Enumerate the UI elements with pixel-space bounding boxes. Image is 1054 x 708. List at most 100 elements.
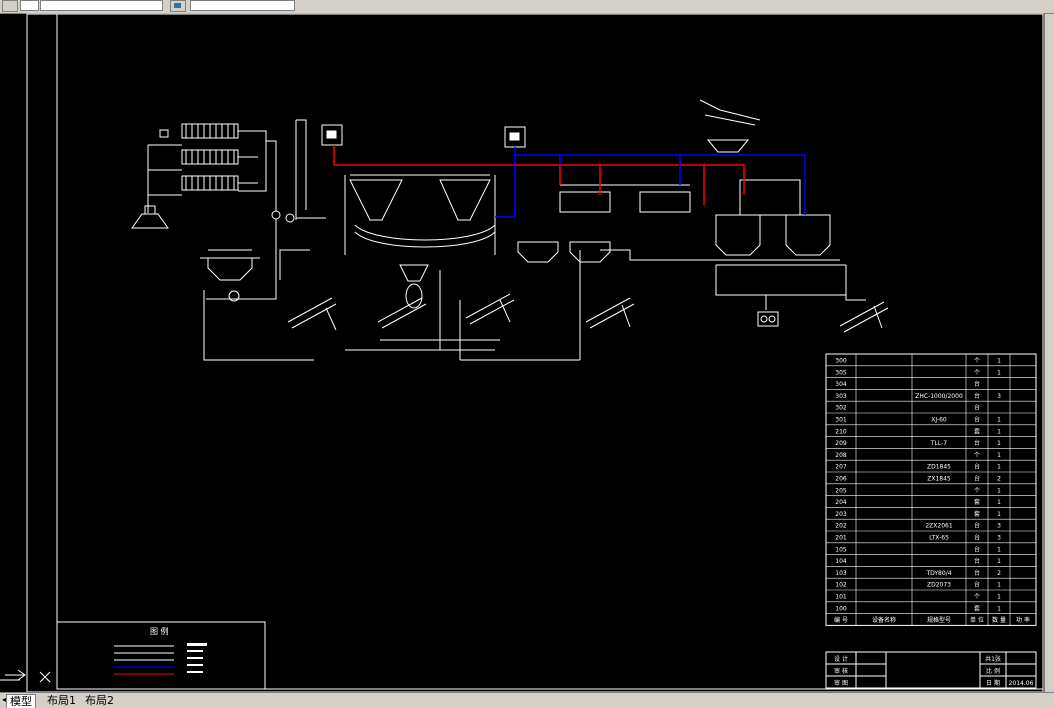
table-cell: 台: [974, 522, 980, 530]
jigs: [354, 224, 496, 248]
table-cell: 304: [835, 381, 847, 388]
table-cell: 206: [835, 475, 847, 482]
toolbar-button[interactable]: [2, 0, 18, 12]
conveyor-4: [585, 297, 635, 329]
table-cell: 个: [974, 357, 980, 364]
mill: [405, 283, 423, 309]
table-cell: 100: [835, 605, 847, 612]
table-cell: 104: [835, 558, 847, 565]
table-cell: 102: [835, 582, 847, 589]
legend-title: 图 例: [150, 626, 169, 636]
table-cell: 1: [997, 593, 1001, 600]
table-cell: 台: [974, 581, 980, 589]
table-cell: 1: [997, 499, 1001, 506]
table-cell: ZD1845: [927, 464, 951, 471]
title-block-label: 设 计: [834, 655, 848, 663]
filter-press-2: [181, 149, 239, 165]
process-flow-diagram: [131, 99, 889, 361]
table-cell: 个: [974, 487, 980, 494]
cake-pile: [131, 205, 169, 229]
table-cell: 2ZX2061: [925, 523, 952, 530]
table-cell: 300: [835, 357, 847, 364]
tab-layout2[interactable]: 布局2: [82, 694, 117, 707]
title-block-label: 比 例: [986, 667, 1000, 675]
tab-layout1[interactable]: 布局1: [44, 694, 79, 707]
table-cell: 3: [997, 393, 1001, 400]
table-cell: 1: [997, 464, 1001, 471]
color-swatch[interactable]: [20, 0, 39, 11]
filter-press-1: [181, 123, 239, 139]
table-cell: 1: [997, 582, 1001, 589]
table-cell: 台: [974, 415, 980, 423]
blue-process-line: [495, 147, 806, 218]
table-cell: LTX-65: [929, 534, 949, 541]
table-cell: 101: [835, 593, 847, 600]
table-cell: 207: [835, 464, 847, 471]
riser-pipe: [295, 119, 307, 220]
table-cell: 202: [835, 523, 847, 530]
vertical-scrollbar[interactable]: [1044, 14, 1054, 692]
linetype-dropdown[interactable]: [40, 0, 163, 11]
table-cell: 台: [974, 557, 980, 565]
hopper: [399, 264, 429, 282]
press-piping: [147, 130, 277, 211]
table-cell: 105: [835, 546, 847, 553]
table-cell: XJ-60: [931, 416, 947, 423]
table-cell: 个: [974, 593, 980, 600]
table-cell: 208: [835, 452, 847, 459]
title-block-label: 日 期: [986, 679, 1000, 687]
table-cell: 210: [835, 428, 847, 435]
conveyor-5: [839, 301, 889, 333]
layer-icon[interactable]: [170, 0, 186, 12]
tanks-mid: [559, 191, 691, 213]
table-cell: 个: [974, 369, 980, 376]
feeder: [699, 99, 761, 126]
table-cell: 设备名称: [872, 616, 896, 624]
title-block-label: 审 图: [834, 679, 848, 687]
table-cell: 3: [997, 523, 1001, 530]
filter-press-3: [181, 175, 239, 191]
table-cell: 103: [835, 570, 847, 577]
table-cell: 305: [835, 369, 847, 376]
table-cell: 台: [974, 439, 980, 447]
table-cell: 209: [835, 440, 847, 447]
table-cell: 1: [997, 452, 1001, 459]
table-cell: 套: [974, 604, 980, 612]
table-cell: 1: [997, 546, 1001, 553]
feed-box: [739, 179, 801, 216]
tab-prev-icon[interactable]: ◀: [2, 695, 10, 704]
table-cell: 单 位: [970, 616, 984, 624]
table-cell: 台: [974, 569, 980, 577]
layer-dropdown[interactable]: [190, 0, 295, 11]
legend-box: 图 例: [56, 621, 266, 690]
table-cell: 1: [997, 428, 1001, 435]
table-cell: 301: [835, 416, 847, 423]
table-cell: 规格型号: [927, 616, 951, 624]
thickener-left: [200, 257, 260, 281]
table-cell: 1: [997, 369, 1001, 376]
table-cell: 205: [835, 487, 847, 494]
flotation-cells: [517, 241, 611, 263]
table-cell: 功 率: [1016, 616, 1030, 624]
table-cell: ZD2073: [927, 582, 951, 589]
table-cell: 2: [997, 475, 1001, 482]
top-hopper: [706, 139, 750, 153]
table-cell: 套: [974, 427, 980, 435]
ucs-icon: [0, 669, 51, 683]
tab-model[interactable]: 模型: [6, 694, 36, 708]
table-cell: 个: [974, 452, 980, 459]
table-cell: 1: [997, 416, 1001, 423]
inner-frame: [56, 13, 1044, 690]
conveyor-3: [465, 293, 515, 325]
table-cell: 1: [997, 487, 1001, 494]
table-cell: 203: [835, 511, 847, 518]
title-block-date: 2014.06: [1009, 680, 1034, 687]
pump-right: [757, 311, 779, 327]
table-cell: 台: [974, 474, 980, 482]
table-cell: ZX1845: [927, 475, 951, 482]
table-cell: 编 号: [834, 616, 848, 624]
table-cell: 3: [997, 534, 1001, 541]
